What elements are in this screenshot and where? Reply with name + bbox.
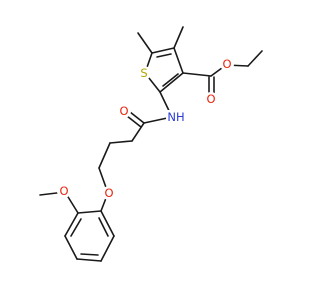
- bond-benz-2: [64, 212, 79, 237]
- atom-label-nh: NH: [167, 110, 184, 124]
- atom-s: S: [137, 66, 151, 80]
- bond-chain-2: [109, 140, 133, 144]
- atom-amide-o: O: [117, 104, 131, 118]
- atom-ester-carbonyl-o: O: [204, 92, 218, 106]
- bond-chain-1: [131, 122, 145, 142]
- bond-amide-c-o-double-a: [129, 111, 145, 124]
- bond-benz-inner-b: [80, 253, 99, 256]
- bond-benz-5: [100, 235, 115, 262]
- bond-benz-6: [100, 210, 115, 237]
- atom-label-ester-ether-o: O: [222, 57, 231, 71]
- bond-benz-1: [77, 210, 102, 214]
- bond-c4-c5: [151, 47, 175, 54]
- bond-c3-carbonyl: [182, 72, 212, 77]
- atom-label-ester-carbonyl-o: O: [206, 92, 215, 106]
- molecule-structure: S O O NH O O O: [39, 26, 263, 262]
- bond-ch2-ch3: [247, 50, 263, 67]
- atom-aryl-ether-o: O: [102, 186, 116, 200]
- atom-methoxy-o: O: [57, 184, 71, 198]
- bond-chain-3: [98, 142, 111, 169]
- atom-label-aryl-ether-o: O: [104, 186, 113, 200]
- bond-c3-c4: [173, 47, 184, 74]
- atom-label-amide-o: O: [119, 104, 128, 118]
- atom-label-layer: S O O NH O O O: [57, 57, 234, 200]
- bond-benz-inner-a: [70, 218, 82, 237]
- bond-c5-methyl: [137, 32, 153, 54]
- atom-ester-ether-o: O: [220, 57, 234, 71]
- structure-canvas: S O O NH O O O: [39, 26, 263, 262]
- bond-c2-c3-inner: [162, 73, 179, 87]
- bond-benz-3: [64, 235, 78, 260]
- bond-amide-c-o-double-b: [126, 115, 142, 128]
- atom-label-methoxy-o: O: [59, 184, 68, 198]
- bond-c4-methyl: [173, 26, 184, 49]
- atom-label-s: S: [140, 66, 147, 80]
- bond-c2-c3: [159, 72, 184, 93]
- atom-nh: NH: [166, 110, 186, 124]
- bond-benz-inner-c: [98, 217, 109, 237]
- bond-benz-4: [76, 258, 102, 262]
- bond-c4-c5-inner: [156, 53, 172, 58]
